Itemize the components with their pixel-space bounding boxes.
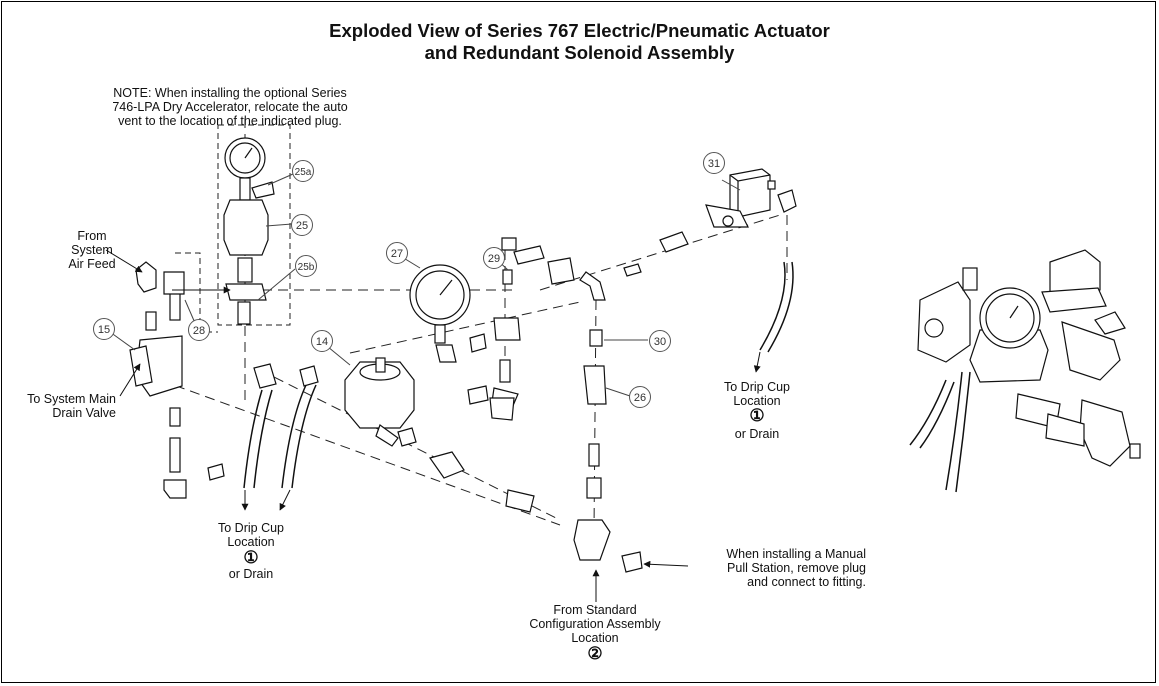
callout-25: 25 bbox=[291, 214, 313, 236]
label-or-drain-left: or Drain bbox=[228, 567, 274, 581]
leader-arrows bbox=[105, 249, 761, 602]
callout-bubbles bbox=[109, 173, 741, 397]
label-from-system-air-feed: From System Air Feed bbox=[68, 229, 116, 271]
svg-text:31: 31 bbox=[708, 158, 720, 170]
actuator-14 bbox=[344, 357, 417, 447]
svg-text:14: 14 bbox=[316, 336, 328, 348]
location-one-symbol-left: ① bbox=[243, 548, 259, 567]
label-to-system-main-drain: To System Main Drain Valve bbox=[27, 392, 116, 420]
location-one-symbol-right: ① bbox=[749, 406, 765, 425]
fittings-left bbox=[129, 261, 319, 499]
solenoid-31 bbox=[705, 168, 776, 228]
svg-text:28: 28 bbox=[193, 325, 205, 337]
label-drip-cup-left: To Drip Cup Location bbox=[218, 521, 284, 549]
diagram-title-line2: and Redundant Solenoid Assembly bbox=[424, 42, 735, 63]
callout-29: 29 bbox=[483, 247, 505, 269]
svg-text:29: 29 bbox=[488, 253, 500, 265]
assembled-body bbox=[917, 281, 971, 363]
callout-25b: 25b bbox=[295, 255, 317, 277]
label-manual-pull-station: When installing a Manual Pull Station, r… bbox=[726, 547, 866, 589]
callout-25a: 25a bbox=[292, 160, 314, 182]
svg-text:25: 25 bbox=[296, 220, 308, 232]
accelerator-assembly bbox=[223, 137, 275, 325]
callout-14: 14 bbox=[311, 330, 333, 352]
callout-30: 30 bbox=[649, 330, 671, 352]
svg-text:30: 30 bbox=[654, 336, 666, 348]
callout-26: 26 bbox=[629, 386, 651, 408]
svg-text:25a: 25a bbox=[295, 167, 312, 178]
svg-text:15: 15 bbox=[98, 324, 110, 336]
location-two-symbol: ② bbox=[587, 644, 603, 663]
svg-text:26: 26 bbox=[634, 392, 646, 404]
svg-text:27: 27 bbox=[391, 248, 403, 260]
label-or-drain-right: or Drain bbox=[734, 427, 780, 441]
diagram-title-line1: Exploded View of Series 767 Electric/Pne… bbox=[329, 20, 830, 41]
label-from-standard-configuration: From Standard Configuration Assembly Loc… bbox=[529, 603, 661, 645]
tubing bbox=[243, 261, 794, 489]
pipe-fittings bbox=[429, 189, 797, 573]
label-drip-cup-right: To Drip Cup Location bbox=[724, 380, 790, 408]
gauge-27 bbox=[409, 264, 471, 363]
installation-note: NOTE: When installing the optional Serie… bbox=[112, 86, 348, 128]
svg-text:25b: 25b bbox=[298, 262, 315, 273]
callout-15: 15 bbox=[93, 318, 115, 340]
callout-28: 28 bbox=[188, 319, 210, 341]
callout-27: 27 bbox=[386, 242, 408, 264]
callout-31: 31 bbox=[703, 152, 725, 174]
